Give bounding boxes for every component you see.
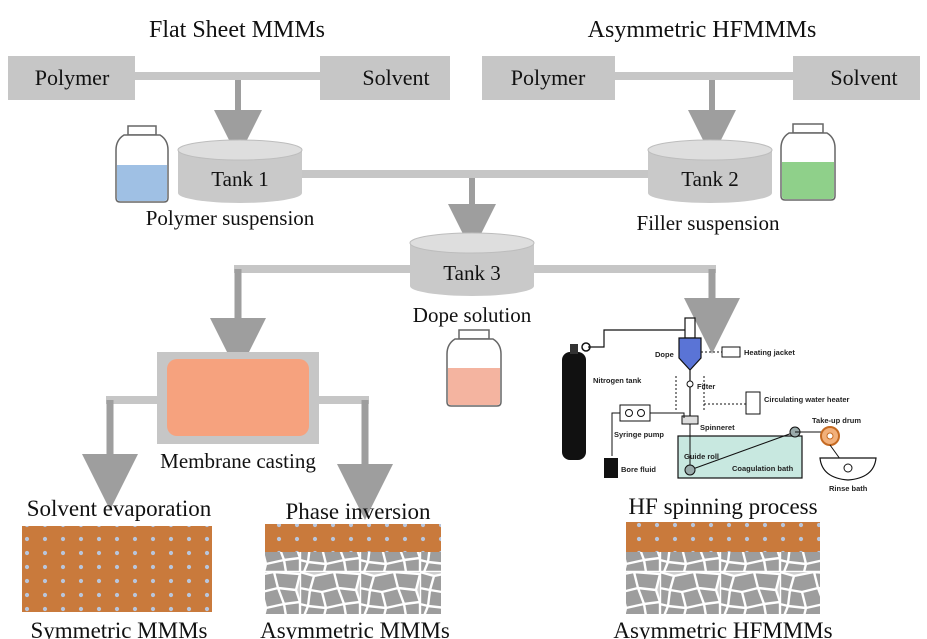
bore-fluid-container: [604, 458, 618, 478]
left-solvent-box: [320, 56, 450, 100]
polymer-suspension-label: Polymer suspension: [146, 206, 315, 230]
right-polymer-box: [482, 56, 615, 100]
header-flat-sheet: Flat Sheet MMMs: [149, 17, 325, 43]
spinneret-label: Spinneret: [700, 423, 735, 432]
tank3-right-bar: [534, 265, 716, 273]
right-feed-bar: Polymer Solvent: [482, 56, 920, 100]
right-polymer-label: Polymer: [511, 65, 586, 90]
dope-vessel: [678, 337, 702, 371]
tank-2-label: Tank 2: [681, 167, 738, 191]
right-solvent-label: Solvent: [830, 65, 897, 90]
nitrogen-tank-label: Nitrogen tank: [593, 376, 642, 385]
nitrogen-tank: [562, 352, 586, 460]
symmetric-mmms-label: Symmetric MMMs: [31, 618, 208, 639]
left-solvent-label: Solvent: [362, 65, 429, 90]
phase-inversion-label: Phase inversion: [285, 499, 431, 524]
right-connector-bar: [615, 72, 793, 80]
tank3-left-bar: [234, 265, 410, 273]
take-up-drum-label: Take-up drum: [812, 416, 861, 425]
casting-right-bar: [319, 396, 369, 404]
filler-suspension-label: Filler suspension: [637, 211, 780, 235]
syringe-pump: [619, 404, 651, 422]
asymmetric-membrane: [265, 524, 441, 614]
asymmetric-mmms-label: Asymmetric MMMs: [260, 618, 450, 639]
asymmetric-hfmmms-label: Asymmetric HFMMMs: [613, 618, 832, 639]
tank-3: Tank 3: [409, 232, 535, 296]
tank-2: Tank 2: [647, 139, 773, 203]
tank-1: Tank 1: [177, 139, 303, 203]
dope-label: Dope: [655, 350, 674, 359]
asymmetric-hf-membrane: [626, 522, 820, 614]
rinse-bath: [819, 457, 877, 481]
heating-jacket-label: Heating jacket: [744, 348, 795, 357]
guide-roll-label: Guide roll: [684, 452, 719, 461]
casting-left-bar: [106, 396, 157, 404]
circulating-water-heater-label: Circulating water heater: [764, 395, 850, 404]
left-polymer-box: [8, 56, 135, 100]
coagulation-bath-label: Coagulation bath: [732, 464, 794, 473]
right-solvent-box: [793, 56, 920, 100]
tank-3-label: Tank 3: [443, 261, 500, 285]
dope-bottle: [446, 329, 502, 407]
hf-spinning-label: HF spinning process: [628, 494, 817, 519]
polymer-bottle: [115, 125, 169, 203]
tank-connector-bar: [300, 170, 650, 178]
hf-spinning-apparatus: Nitrogen tank Dope Heating jacket Filter…: [562, 317, 877, 493]
solvent-evaporation-label: Solvent evaporation: [27, 496, 212, 521]
bore-fluid-label: Bore fluid: [621, 465, 656, 474]
filter-label: Filter: [697, 382, 715, 391]
left-feed-bar: Polymer Solvent: [8, 56, 450, 100]
left-connector-bar: [135, 72, 320, 80]
rinse-bath-label: Rinse bath: [829, 484, 868, 493]
membrane-casting-unit: [157, 352, 319, 444]
symmetric-membrane: [22, 526, 212, 612]
filler-bottle: [780, 123, 836, 201]
membrane-casting-label: Membrane casting: [160, 449, 316, 473]
header-asymmetric-hf: Asymmetric HFMMMs: [588, 17, 817, 43]
tank-1-label: Tank 1: [211, 167, 268, 191]
coagulation-bath: [677, 435, 803, 479]
left-polymer-label: Polymer: [35, 65, 110, 90]
dope-solution-label: Dope solution: [413, 303, 532, 327]
syringe-pump-label: Syringe pump: [614, 430, 664, 439]
